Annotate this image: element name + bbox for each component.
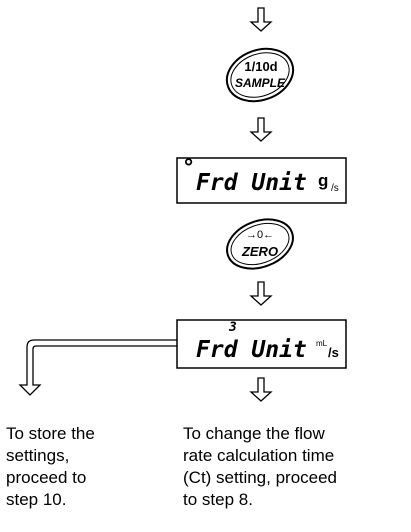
display-text: Frd Unit [196,337,307,363]
display-unit-sub: /s [328,345,339,360]
zero-key-outline [226,218,294,270]
sample-key-outline [225,47,295,103]
down-arrow-icon [249,377,273,402]
sample-key-label-top: 1/10d [244,59,278,74]
display-dot: ° [182,156,196,181]
display-unit-sub: /s [331,183,339,194]
store-settings-note: To store the settings, proceed to step 1… [6,424,95,509]
zero-key-label: ZERO [241,244,279,259]
change-ct-setting-note: To change the flow rate calculation time… [183,424,338,509]
down-arrow-icon [249,7,273,32]
display-unit-main: g [318,171,329,190]
display-digit: 3 [229,320,237,335]
bent-arrow-icon [18,339,177,396]
sample-key-label-bottom: SAMPLE [234,76,285,90]
down-arrow-icon [249,281,273,306]
display-panel-frd-unit-g [176,157,347,204]
down-arrow-icon [249,117,273,142]
display-panel-frd-unit-ml [176,319,347,369]
display-text: Frd Unit [196,170,307,196]
zero-key-symbol: →0← [245,229,275,241]
display-unit-main: mL [316,339,328,348]
